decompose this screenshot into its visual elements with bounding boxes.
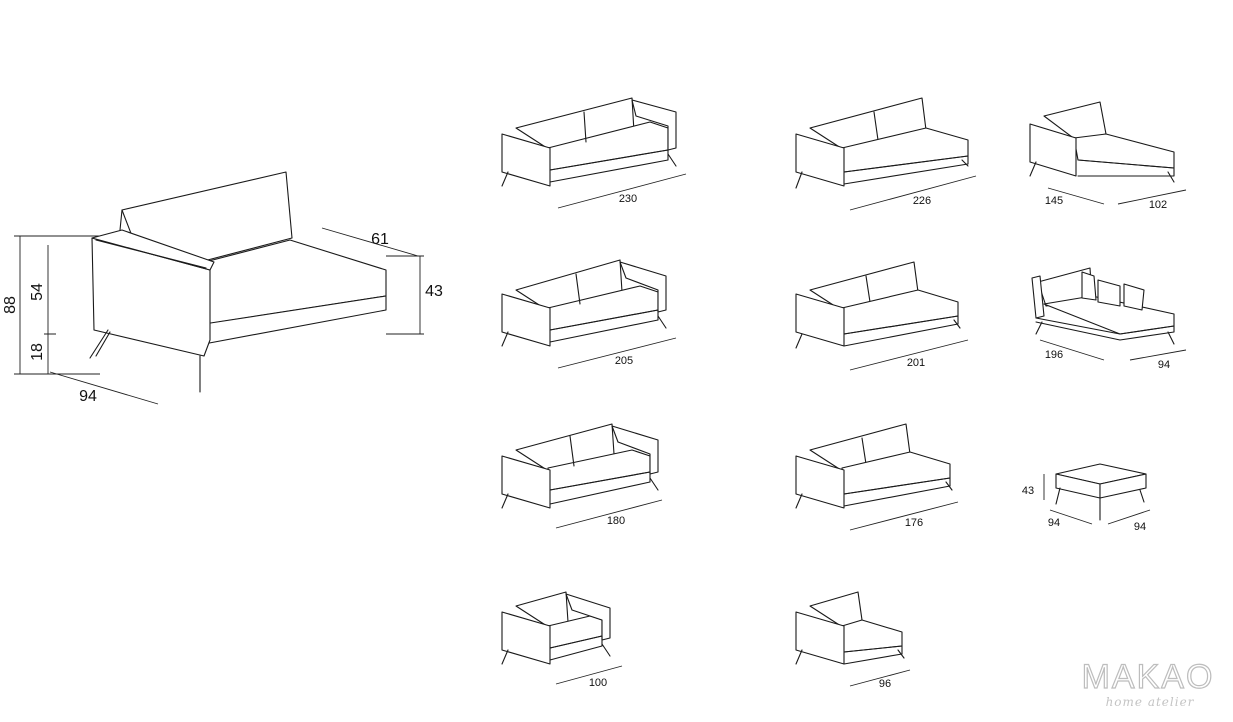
variant-sofa-205: 205 [501,259,677,369]
variant-module-96: 96 [795,591,911,690]
variant-label: 205 [615,355,633,367]
variant-label: 96 [879,678,891,690]
dim-back-height: 54 [29,283,46,301]
dim-leg-height: 18 [29,343,46,361]
variant-label-b: 102 [1149,199,1167,211]
variant-label-b: 94 [1134,521,1146,533]
variant-module-176: 176 [795,423,959,531]
variant-label: 230 [619,193,637,205]
dim-height-total: 88 [2,296,19,314]
variant-label-b: 94 [1158,359,1170,371]
dim-seat-height: 43 [425,283,443,300]
main-module-drawing: 88 54 18 61 43 94 [2,171,443,405]
variant-label: 100 [589,677,607,689]
variant-label: 201 [907,357,925,369]
variant-label-a: 94 [1048,517,1060,529]
variant-label-a: 145 [1045,195,1063,207]
brand-logo: MAKAO home atelier [1081,657,1215,709]
variant-label-a: 196 [1045,349,1063,361]
variant-label: 180 [607,515,625,527]
variant-height: 43 [1022,485,1034,497]
variant-pouf-94: 43 94 94 [1022,463,1151,533]
dim-depth: 94 [79,388,97,405]
variant-armchair-100: 100 [501,591,623,689]
variant-sofa-230: 230 [501,97,687,209]
variant-module-201: 201 [795,261,969,371]
dim-seat-depth: 61 [371,231,389,248]
variant-sofa-180: 180 [501,423,663,529]
variant-module-226: 226 [795,97,977,211]
variant-label: 176 [905,517,923,529]
brand-tagline: home atelier [1106,695,1195,709]
brand-name: MAKAO [1082,658,1215,696]
variant-chaise-145: 145 102 [1029,101,1187,211]
variant-daybed-196: 196 94 [1031,267,1187,371]
variant-label: 226 [913,195,931,207]
